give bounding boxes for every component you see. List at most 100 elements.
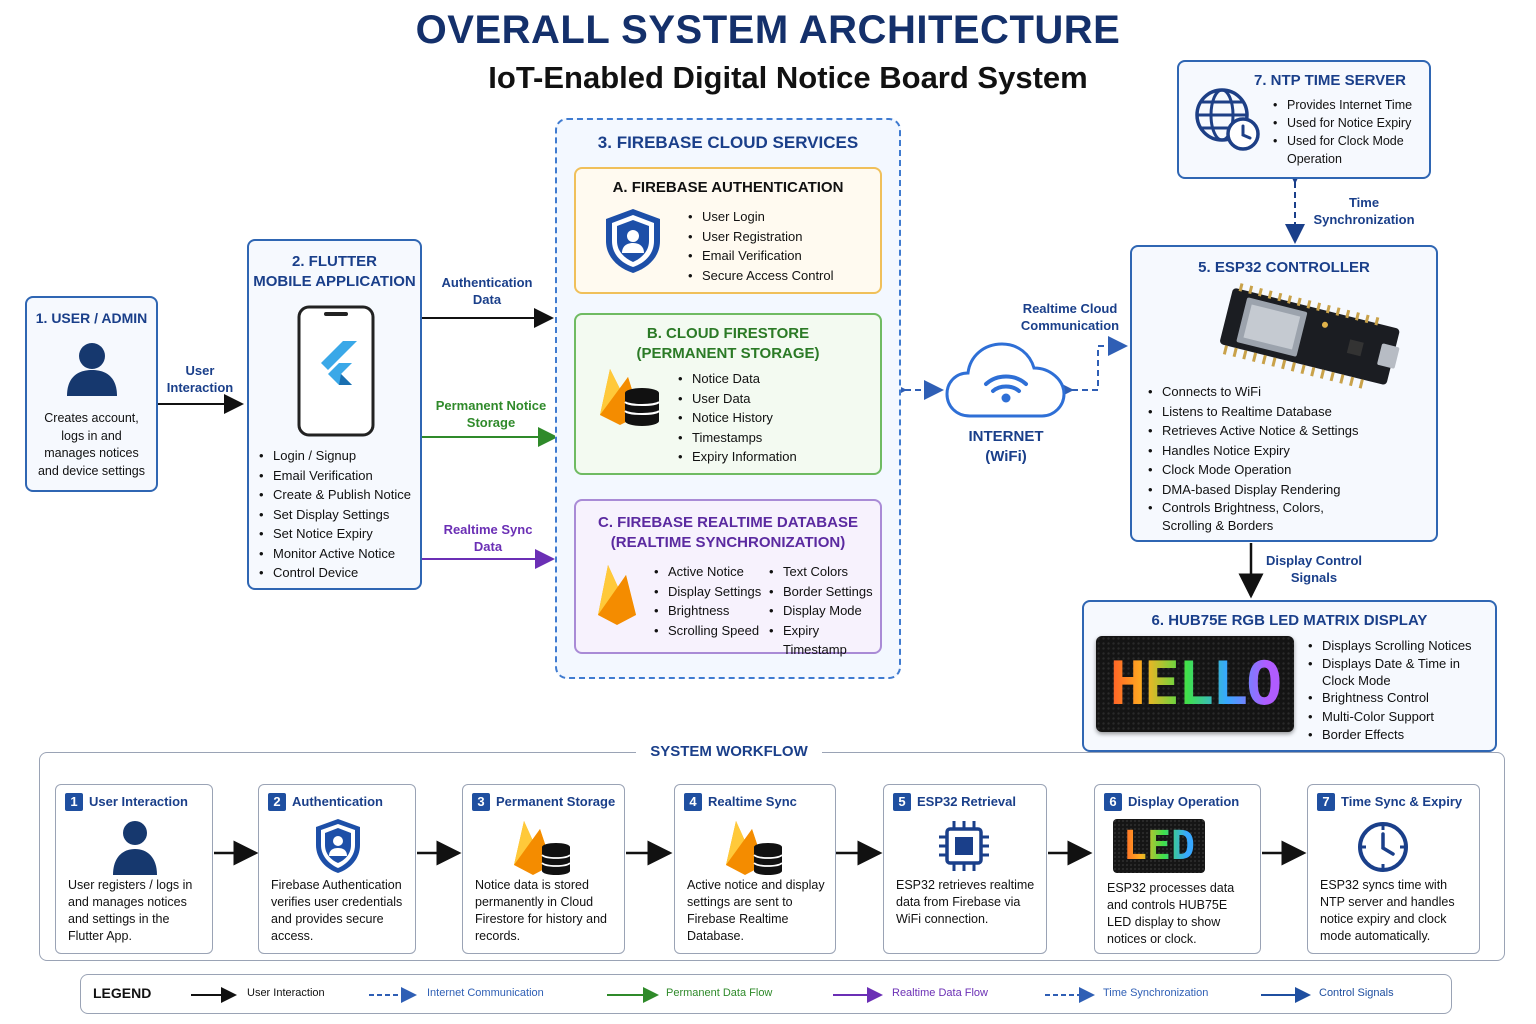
ntp-list: Provides Internet Time Used for Notice E… — [1273, 96, 1425, 168]
esp32-title: 5. ESP32 CONTROLLER — [1198, 259, 1370, 276]
firestore-item: Expiry Information — [678, 447, 797, 467]
rtdb-list-right: Text Colors Border Settings Display Mode… — [769, 562, 880, 660]
flutter-feature: Create & Publish Notice — [259, 485, 411, 505]
rtdb-item: Display Settings — [654, 582, 761, 602]
hub75-title: 6. HUB75E RGB LED MATRIX DISPLAY — [1151, 612, 1428, 629]
flutter-feature: Login / Signup — [259, 446, 411, 466]
legend-label: Permanent Data Flow — [666, 987, 773, 999]
step-title: Realtime Sync — [708, 794, 797, 809]
page-subtitle: IoT-Enabled Digital Notice Board System — [488, 60, 1088, 95]
flutter-app-box: 2. FLUTTER MOBILE APPLICATION Login / Si… — [247, 239, 422, 590]
step-number: 3 — [472, 793, 490, 811]
esp32-item: DMA-based Display Rendering — [1148, 480, 1368, 500]
step-number: 2 — [268, 793, 286, 811]
rtdb-item: Scrolling Speed — [654, 621, 761, 641]
step-number: 4 — [684, 793, 702, 811]
firestore-item: User Data — [678, 389, 797, 409]
legend-label: Time Synchronization — [1103, 987, 1209, 999]
workflow-step-1: 1 User Interaction User registers / logs… — [55, 784, 213, 954]
firestore-list: Notice Data User Data Notice History Tim… — [678, 369, 797, 467]
arrow-internet-esp32 — [1054, 336, 1128, 400]
esp32-item: Retrieves Active Notice & Settings — [1148, 421, 1368, 441]
esp32-item: Clock Mode Operation — [1148, 460, 1368, 480]
realtime-database-box: C. FIREBASE REALTIME DATABASE (REALTIME … — [574, 499, 882, 657]
led-icon: LED — [1113, 819, 1205, 873]
user-admin-title: 1. USER / ADMIN — [35, 310, 148, 326]
step-title: User Interaction — [89, 794, 188, 809]
firebase-auth-item: Secure Access Control — [688, 266, 834, 286]
clock-icon — [1358, 822, 1408, 872]
esp32-item: Controls Brightness, Colors, Scrolling &… — [1148, 499, 1368, 535]
hub75-item: Brightness Control — [1308, 689, 1488, 708]
flutter-feature: Set Notice Expiry — [259, 524, 411, 544]
flutter-feature: Set Display Settings — [259, 505, 411, 525]
ntp-title: 7. NTP TIME SERVER — [1254, 72, 1406, 89]
esp32-item: Handles Notice Expiry — [1148, 441, 1368, 461]
step-description: ESP32 retrieves realtime data from Fireb… — [896, 878, 1035, 926]
firebase-db-icon — [726, 821, 783, 875]
step-description: Active notice and display settings are s… — [687, 878, 825, 943]
legend-swatches — [191, 987, 1311, 1003]
flutter-title-2: MOBILE APPLICATION — [253, 273, 416, 290]
step-description: Notice data is stored permanently in Clo… — [475, 878, 607, 943]
hub75-item: Displays Date & Time in Clock Mode — [1308, 655, 1488, 689]
legend-panel: LEGEND User Interaction Internet Communi… — [80, 974, 1452, 1014]
workflow-title: SYSTEM WORKFLOW — [636, 742, 822, 762]
ntp-server-box: 7. NTP TIME SERVER Provides Internet Tim… — [1177, 60, 1431, 179]
cloud-wifi-icon — [945, 342, 1066, 418]
rtdb-item: Border Settings — [769, 582, 880, 602]
flutter-feature: Control Device — [259, 563, 411, 583]
rtdb-item: Brightness — [654, 601, 761, 621]
hub75-item: Multi-Color Support — [1308, 708, 1488, 727]
step-title: Time Sync & Expiry — [1341, 794, 1463, 809]
firestore-item: Notice Data — [678, 369, 797, 389]
rtdb-title-2: (REALTIME SYNCHRONIZATION) — [610, 534, 846, 551]
step-description: ESP32 processes data and controls HUB75E… — [1107, 881, 1235, 946]
step-description: Firebase Authentication verifies user cr… — [271, 878, 403, 943]
workflow-step-4: 4 Realtime Sync Active notice and displa… — [674, 784, 836, 954]
esp32-item: Listens to Realtime Database — [1148, 402, 1368, 422]
legend-title: LEGEND — [93, 985, 152, 1001]
firebase-db-icon — [514, 821, 571, 875]
legend-label: Realtime Data Flow — [892, 987, 988, 999]
firestore-item: Timestamps — [678, 428, 797, 448]
rtdb-title-1: C. FIREBASE REALTIME DATABASE — [597, 514, 858, 531]
workflow-step-7: 7 Time Sync & Expiry ESP32 syncs time wi… — [1307, 784, 1480, 954]
firestore-title-1: B. CLOUD FIRESTORE — [646, 325, 810, 342]
firebase-auth-item: User Registration — [688, 227, 834, 247]
led-icon-text: LED — [1113, 821, 1205, 871]
internet-label: INTERNET(WiFi) — [968, 428, 1044, 465]
firebase-auth-list: User Login User Registration Email Verif… — [688, 207, 834, 285]
user-admin-description: Creates account, logs in and manages not… — [37, 411, 145, 478]
step-title: Authentication — [292, 794, 383, 809]
user-icon — [113, 821, 157, 875]
shield-icon — [316, 819, 360, 873]
step-title: Permanent Storage — [496, 794, 616, 809]
flutter-feature: Email Verification — [259, 466, 411, 486]
ntp-item: Used for Clock Mode Operation — [1273, 132, 1425, 168]
esp32-list: Connects to WiFi Listens to Realtime Dat… — [1148, 382, 1368, 535]
step-number: 7 — [1317, 793, 1335, 811]
esp32-controller-box: 5. ESP32 CONTROLLER Connects to WiFi Lis… — [1130, 245, 1438, 542]
esp32-item: Connects to WiFi — [1148, 382, 1368, 402]
legend-label: User Interaction — [247, 987, 325, 999]
workflow-step-3: 3 Permanent Storage Notice data is store… — [462, 784, 625, 954]
flutter-title-1: 2. FLUTTER — [292, 253, 377, 270]
firestore-item: Notice History — [678, 408, 797, 428]
firebase-flame-icon — [598, 565, 636, 625]
firebase-auth-title: A. FIREBASE AUTHENTICATION — [612, 179, 844, 196]
page-title: OVERALL SYSTEM ARCHITECTURE — [415, 8, 1121, 52]
step-title: Display Operation — [1128, 794, 1240, 809]
phone-icon — [297, 305, 375, 437]
chip-icon — [939, 821, 989, 871]
firestore-title-2: (PERMANENT STORAGE) — [636, 345, 820, 362]
globe-clock-icon — [1195, 88, 1260, 151]
flutter-feature-list: Login / Signup Email Verification Create… — [259, 446, 411, 583]
legend-label: Control Signals — [1319, 987, 1394, 999]
hub75-display-box: 6. HUB75E RGB LED MATRIX DISPLAY HELLO D… — [1082, 600, 1497, 752]
cloud-firestore-box: B. CLOUD FIRESTORE (PERMANENT STORAGE) N… — [574, 313, 882, 475]
step-number: 1 — [65, 793, 83, 811]
